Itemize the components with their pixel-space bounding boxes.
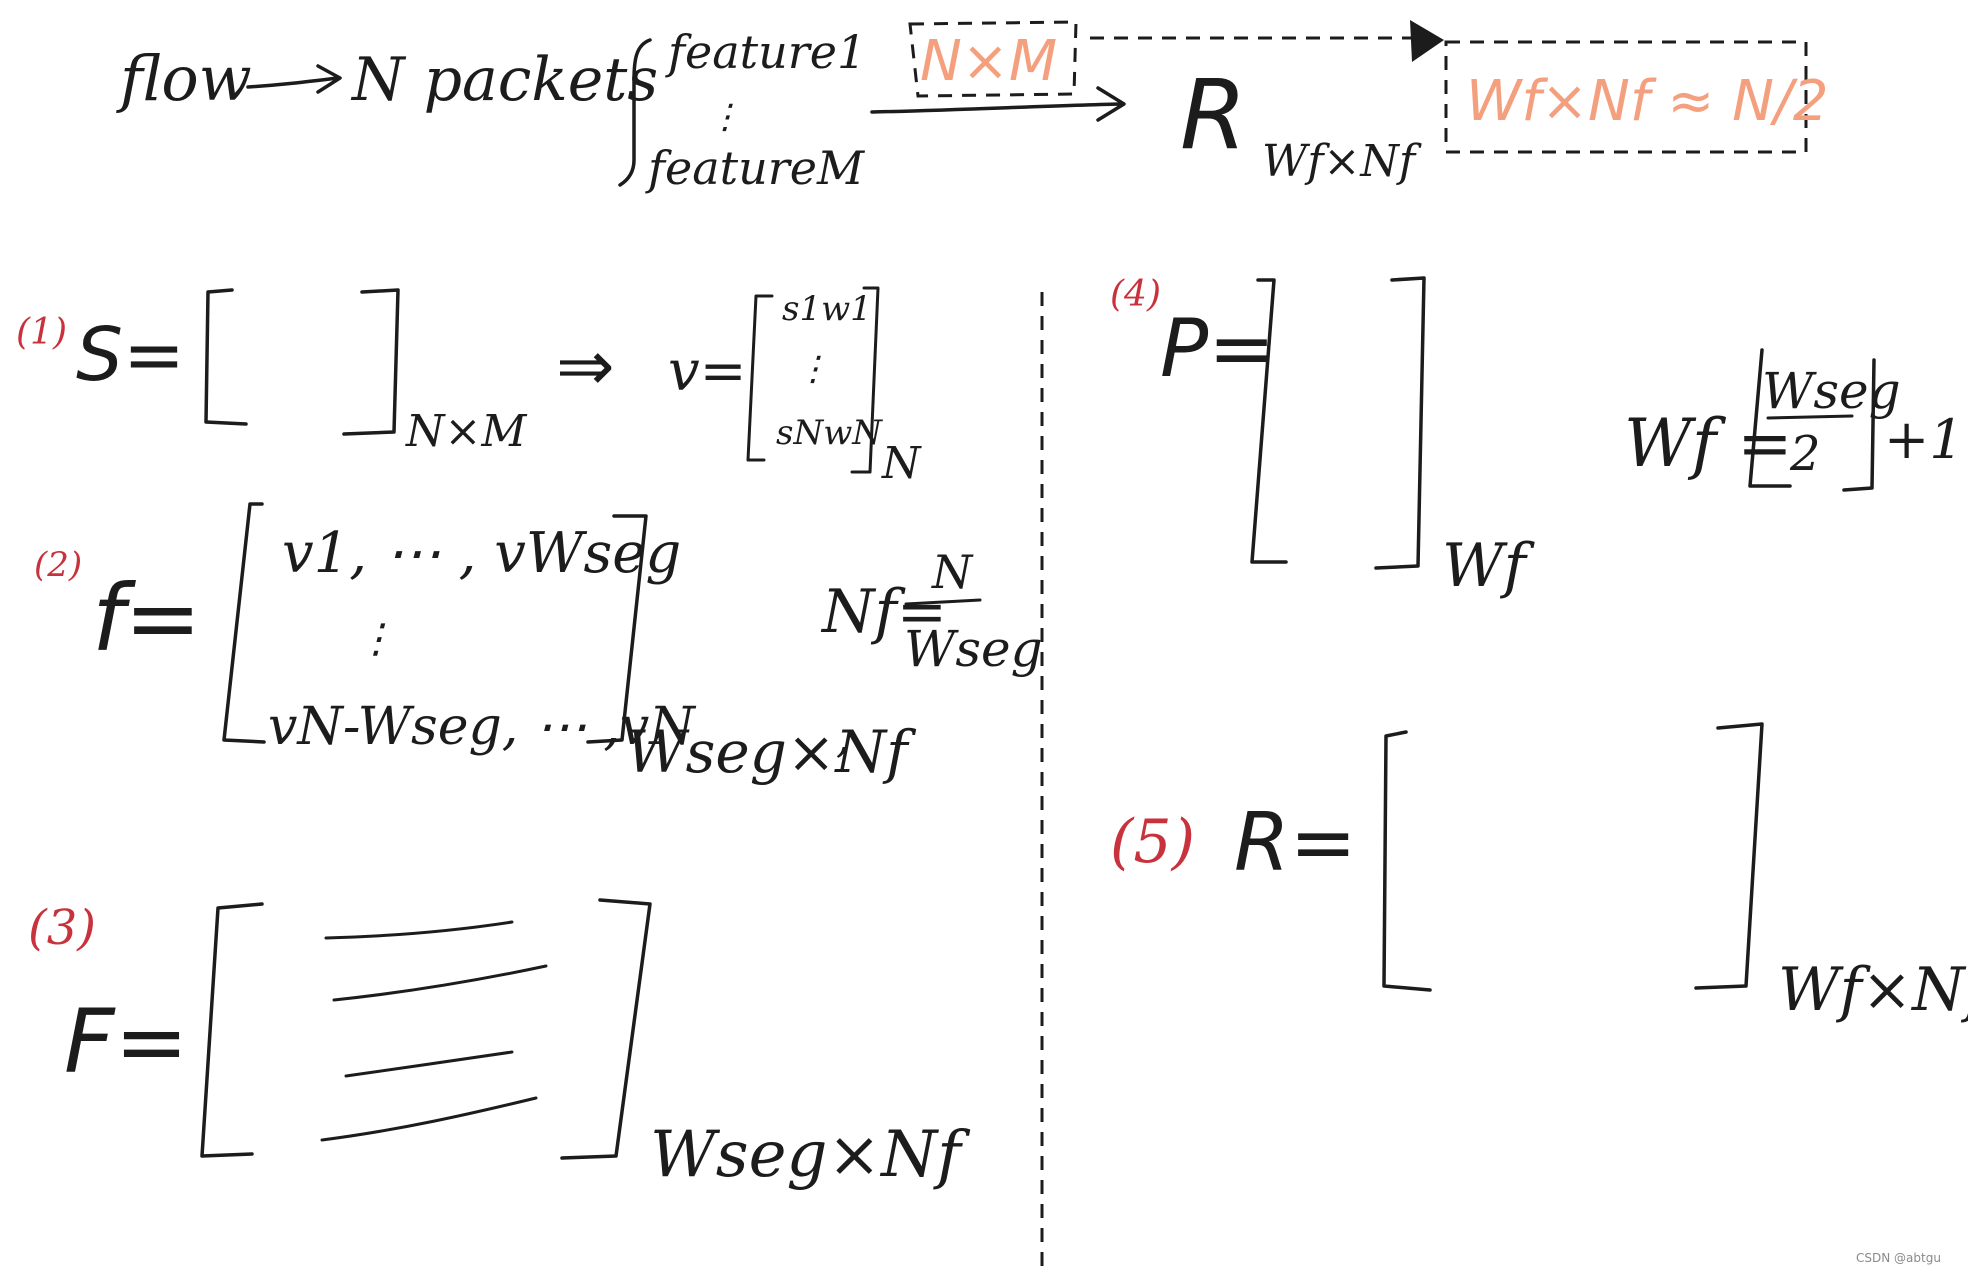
eq1-v-left-bracket bbox=[746, 294, 774, 462]
nxm-dashed-box bbox=[908, 20, 1078, 98]
eq3-lhs: F= bbox=[64, 990, 188, 1093]
eq5-left-bracket bbox=[1382, 730, 1432, 992]
eq2-lhs: f= bbox=[92, 565, 201, 672]
eq1-subscript: N×M bbox=[405, 406, 527, 457]
equation-3: (3) F= Wseg×Nf bbox=[28, 898, 971, 1192]
equation-1: (1) S= N×M ⇒ v= s1w1 ⋮ sNwN N bbox=[16, 286, 922, 489]
eq3-row-line-3 bbox=[344, 1050, 514, 1078]
eq1-right-bracket bbox=[342, 288, 400, 436]
flow-text: flow bbox=[116, 42, 252, 115]
eq3-right-bracket bbox=[560, 898, 652, 1160]
eq5-right-bracket bbox=[1694, 722, 1764, 990]
eq2-nf-fraction-bar bbox=[904, 598, 982, 606]
eq2-label: (2) bbox=[34, 545, 82, 585]
eq1-implies: ⇒ bbox=[556, 325, 615, 407]
nxm-arrow bbox=[870, 86, 1126, 122]
eq2-comma: , bbox=[836, 712, 850, 763]
nxm-note: N×M bbox=[920, 29, 1057, 94]
eq4-floor-left bbox=[1748, 348, 1792, 488]
result-r: R bbox=[1180, 59, 1247, 171]
eq1-v-row-dots: ⋮ bbox=[796, 349, 830, 389]
approx-note: Wf×Nf ≈ N/2 bbox=[1466, 69, 1829, 134]
feature1-text: feature1 bbox=[665, 25, 866, 79]
approx-dashed-box bbox=[1444, 40, 1808, 154]
eq2-left-bracket bbox=[222, 502, 266, 744]
eq5-subscript: Wf×Nf bbox=[1778, 955, 1968, 1025]
eq4-wf-denominator: 2 bbox=[1789, 426, 1821, 482]
eq2-nf-denominator: Wseg bbox=[904, 620, 1043, 678]
eq4-wf-lhs: Wf = bbox=[1624, 405, 1793, 482]
eq4-wf-fraction-bar bbox=[1766, 414, 1854, 420]
eq4-lhs: P= bbox=[1160, 302, 1275, 395]
feature-brace bbox=[618, 38, 652, 187]
eq3-row-line-4 bbox=[320, 1096, 538, 1142]
eq4-wf-numerator: Wseg bbox=[1762, 362, 1901, 420]
eq4-right-bracket bbox=[1374, 276, 1426, 570]
eq2-nf-numerator: N bbox=[931, 545, 974, 599]
eq1-label: (1) bbox=[16, 312, 67, 353]
watermark: CSDN @abtgu bbox=[1856, 1251, 1941, 1265]
eq5-label: (5) bbox=[1110, 807, 1195, 877]
eq2-right-bracket bbox=[586, 514, 648, 744]
eq1-lhs: S= bbox=[76, 312, 185, 398]
eq3-left-bracket bbox=[200, 902, 264, 1158]
connector-arrowhead bbox=[1410, 20, 1444, 62]
flow-line: flow N packets feature1 ⋮ featureM N×M R… bbox=[116, 20, 1829, 195]
eq1-left-bracket bbox=[204, 288, 248, 426]
result-r-subscript: Wf×Nf bbox=[1262, 136, 1422, 187]
flow-arrow bbox=[246, 64, 342, 94]
eq3-subscript: Wseg×Nf bbox=[650, 1118, 971, 1192]
eq1-v-lhs: v= bbox=[668, 339, 747, 404]
eq3-label: (3) bbox=[28, 900, 96, 956]
eq4-wf-tail: +1 bbox=[1884, 408, 1964, 471]
eq4-floor-right bbox=[1842, 358, 1876, 492]
eq2-row-top: v1, ⋯ , vWseg bbox=[282, 521, 681, 586]
eq1-v-right-bracket bbox=[850, 286, 880, 474]
equation-5: (5) R= Wf×Nf bbox=[1110, 722, 1968, 1025]
equation-4: (4) P= Wf Wf = Wseg 2 +1 bbox=[1110, 274, 1964, 601]
eq3-row-line-2 bbox=[332, 964, 548, 1002]
eq2-subscript: Wseg×Nf bbox=[626, 718, 917, 786]
featureM-text: featureM bbox=[645, 141, 866, 195]
equation-2: (2) f= v1, ⋯ , vWseg ⋮ vN-Wseg, ⋯ ,vN Ws… bbox=[34, 502, 1043, 786]
eq2-row-dots: ⋮ bbox=[356, 616, 396, 662]
eq2-row-bottom: vN-Wseg, ⋯ ,vN bbox=[268, 697, 696, 757]
eq5-lhs: R= bbox=[1234, 796, 1357, 889]
eq3-row-line-1 bbox=[324, 920, 514, 940]
eq1-v-row-bottom: sNwN bbox=[776, 413, 883, 453]
feature-vdots: ⋮ bbox=[708, 97, 742, 137]
eq4-left-bracket bbox=[1250, 278, 1288, 564]
eq1-v-subscript: N bbox=[881, 438, 922, 489]
eq4-label: (4) bbox=[1110, 274, 1161, 315]
eq2-nf-lhs: Nf= bbox=[820, 577, 947, 647]
eq1-v-row-top: s1w1 bbox=[782, 289, 872, 329]
n-packets-text: N packets bbox=[350, 45, 658, 115]
eq4-subscript: Wf bbox=[1442, 531, 1536, 601]
